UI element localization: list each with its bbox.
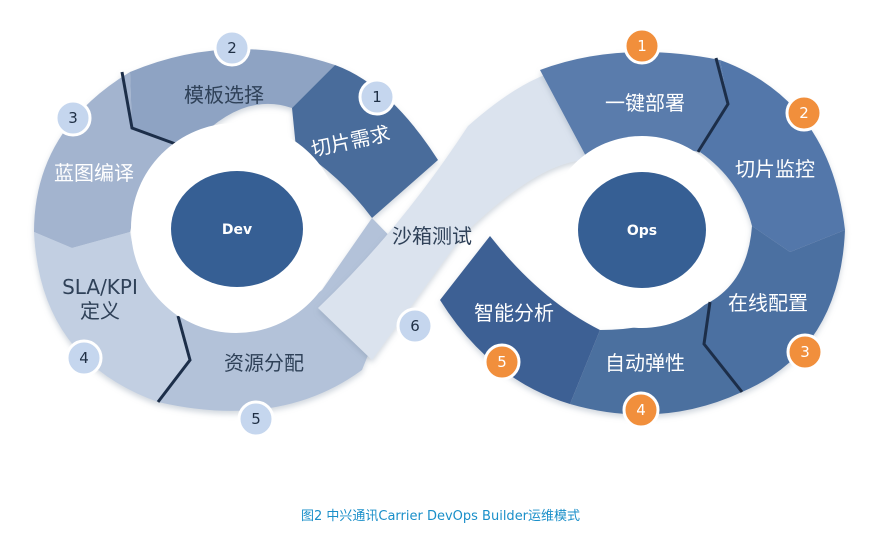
- svg-text:6: 6: [410, 317, 420, 335]
- dev-badge-3: 3: [54, 99, 92, 137]
- ops-badge-3: 3: [786, 333, 824, 371]
- ops-label-auto-elastic: 自动弹性: [605, 351, 685, 375]
- svg-text:1: 1: [637, 37, 647, 55]
- figure-caption: 图2 中兴通讯Carrier DevOps Builder运维模式: [300, 509, 581, 524]
- ops-badge-4: 4: [622, 391, 660, 429]
- svg-text:5: 5: [497, 353, 507, 371]
- ops-label-online-config: 在线配置: [728, 291, 808, 315]
- sandbox-band: [318, 70, 588, 360]
- ops-segment-online-config: [704, 226, 845, 392]
- ops-loop: [440, 52, 845, 415]
- ops-label-intelligent-analysis: 智能分析: [474, 301, 554, 325]
- svg-text:5: 5: [251, 410, 261, 428]
- sandbox-label: 沙箱测试: [392, 224, 472, 248]
- dev-hub: [171, 171, 303, 287]
- ops-badge-5: 5: [483, 343, 521, 381]
- svg-text:4: 4: [79, 349, 89, 367]
- dev-segment-slice-requirement: [292, 65, 438, 218]
- dev-badge-2: 2: [213, 29, 251, 67]
- dev-segment-resource-allocation: [158, 218, 408, 411]
- svg-text:1: 1: [372, 88, 382, 106]
- dev-badge-4: 4: [65, 339, 103, 377]
- ops-segment-one-click-deploy: [540, 52, 728, 160]
- devops-infinity-diagram: Dev Ops 切片需求 模板选择 蓝图编译 SLA/KPI 定义 资源分配 沙…: [34, 27, 845, 438]
- dev-label-sla-kpi-line1: SLA/KPI: [62, 275, 138, 299]
- ops-badge-1: 1: [623, 27, 661, 65]
- svg-text:3: 3: [800, 343, 810, 361]
- ops-segment-intelligent-analysis: [440, 236, 600, 404]
- dev-label-resource-allocation: 资源分配: [224, 351, 304, 375]
- dev-loop: [34, 49, 438, 411]
- dev-divider-bottom: [156, 315, 192, 403]
- ops-segment-slice-monitor: [700, 60, 845, 252]
- svg-text:2: 2: [799, 104, 809, 122]
- dev-segment-sla-kpi: [34, 232, 190, 402]
- dev-label-template-select: 模板选择: [184, 83, 264, 107]
- svg-text:2: 2: [227, 39, 237, 57]
- dev-label-sla-kpi-line2: 定义: [80, 299, 120, 323]
- dev-hub-label: Dev: [222, 222, 252, 238]
- ops-divider-bottom: [702, 301, 744, 393]
- dev-badge-5: 5: [237, 400, 275, 438]
- ops-divider-top: [696, 57, 730, 153]
- ops-badge-2: 2: [785, 94, 823, 132]
- dev-segment-template-select: [130, 49, 335, 150]
- ops-segment-auto-elastic: [570, 302, 742, 415]
- dev-segment-blueprint-compile: [34, 72, 188, 248]
- svg-text:3: 3: [68, 109, 78, 127]
- dev-divider-top: [120, 71, 193, 152]
- ops-hub: [578, 172, 706, 288]
- dev-label-blueprint-compile: 蓝图编译: [54, 161, 134, 185]
- dev-badge-1: 1: [358, 78, 396, 116]
- ops-label-slice-monitor: 切片监控: [735, 157, 815, 181]
- sandbox-badge-6: 6: [396, 307, 434, 345]
- svg-text:4: 4: [636, 401, 646, 419]
- ops-label-one-click-deploy: 一键部署: [605, 91, 685, 115]
- ops-hub-label: Ops: [627, 223, 657, 239]
